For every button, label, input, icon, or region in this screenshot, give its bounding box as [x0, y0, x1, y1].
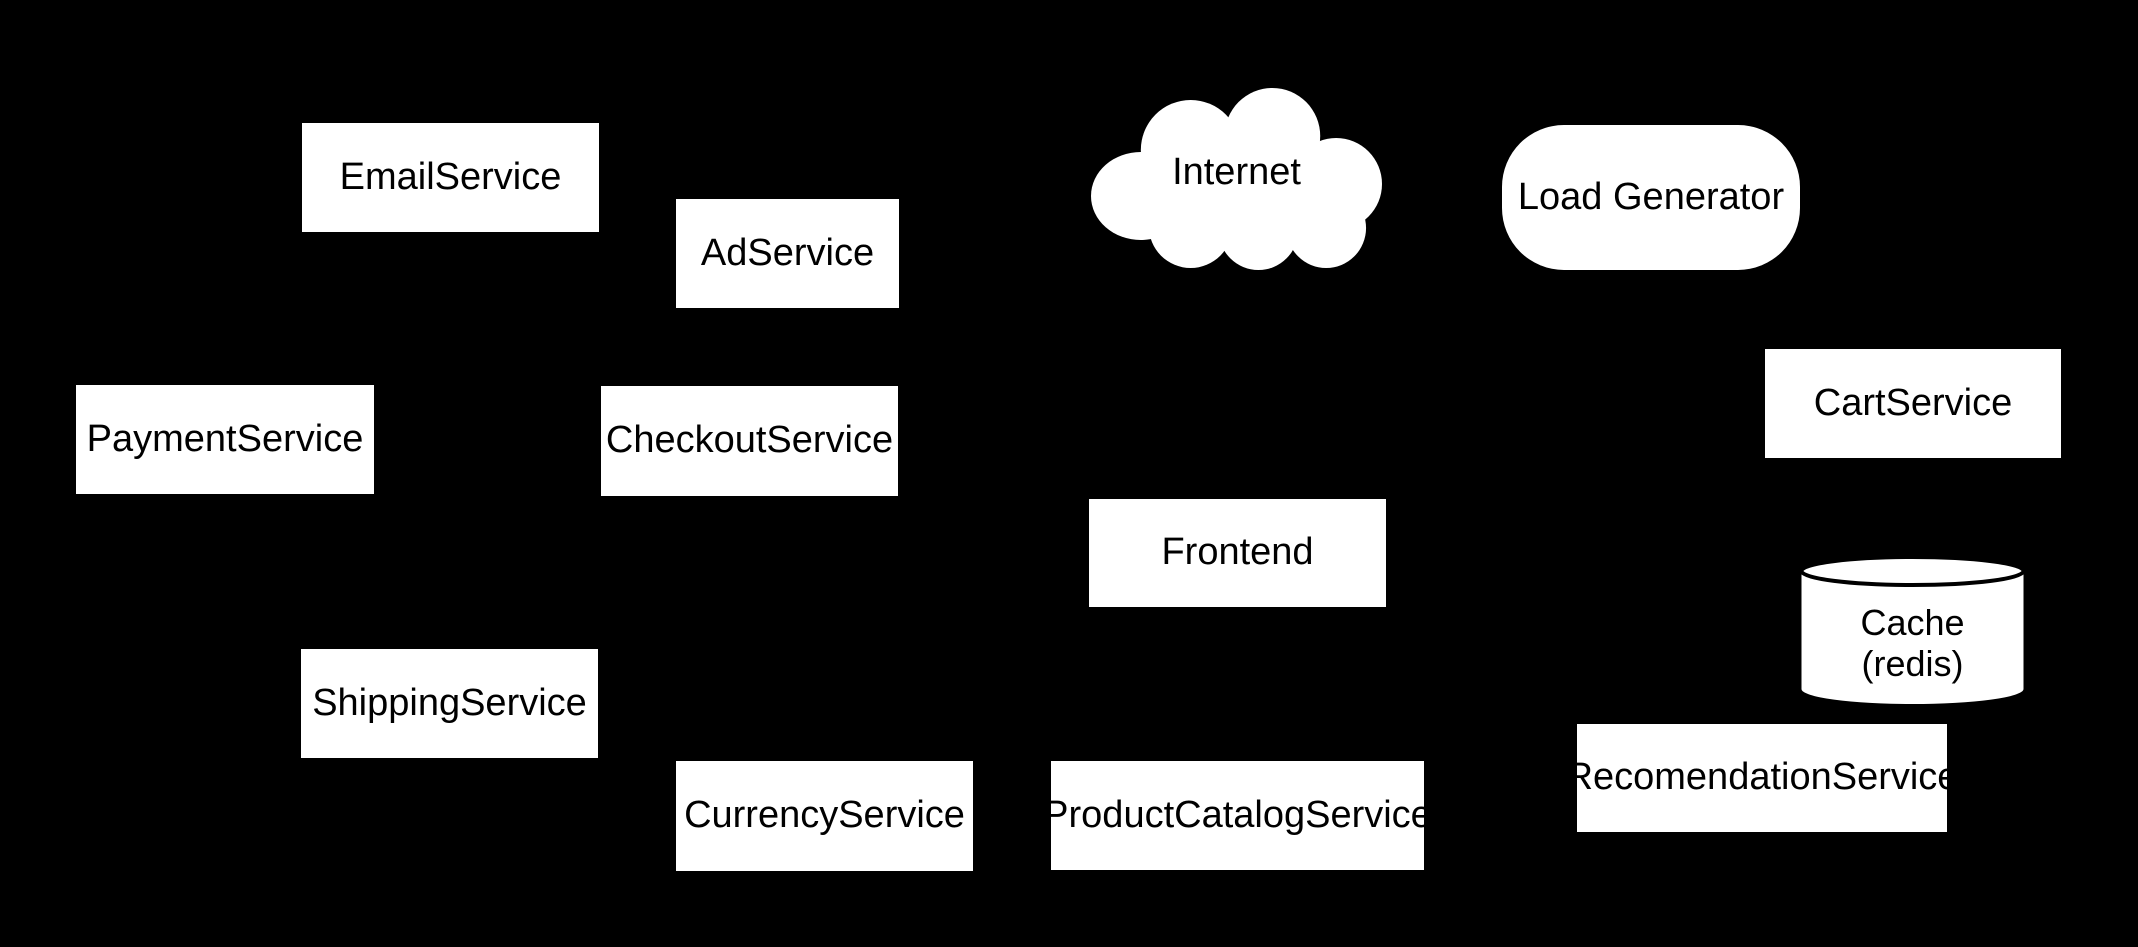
database-cylinder-icon [1800, 555, 2025, 704]
node-recomendationservice: RecomendationService [1566, 724, 1958, 832]
node-adservice: AdService [676, 199, 899, 308]
node-currencyservice: CurrencyService [676, 761, 973, 871]
cloud-icon [1091, 88, 1382, 270]
node-load-generator: Load Generator [1502, 125, 1800, 270]
node-cartservice: CartService [1765, 349, 2061, 458]
node-emailservice: EmailService [302, 123, 599, 232]
node-label: ProductCatalogService [1043, 793, 1432, 836]
node-label: CurrencyService [684, 794, 965, 837]
node-cache-redis: Cache (redis) [1800, 554, 2025, 706]
node-label: Internet [1172, 151, 1301, 194]
node-frontend: Frontend [1089, 499, 1386, 607]
node-label: EmailService [339, 155, 562, 198]
node-shippingservice: ShippingService [301, 649, 598, 758]
node-label: RecomendationService [1565, 756, 1959, 799]
node-label: ShippingService [312, 681, 587, 724]
node-checkoutservice: CheckoutService [601, 386, 898, 496]
node-internet: Internet [1091, 88, 1382, 270]
node-label: CartService [1813, 381, 2013, 424]
node-productcatalogservice: ProductCatalogService [1043, 761, 1432, 870]
node-label: Cache (redis) [1860, 601, 1965, 684]
node-label: CheckoutService [605, 419, 894, 462]
node-label: Frontend [1161, 531, 1314, 574]
node-label: AdService [700, 231, 875, 274]
node-paymentservice: PaymentService [76, 385, 374, 494]
node-label: PaymentService [86, 417, 364, 460]
node-label: Load Generator [1517, 175, 1785, 218]
